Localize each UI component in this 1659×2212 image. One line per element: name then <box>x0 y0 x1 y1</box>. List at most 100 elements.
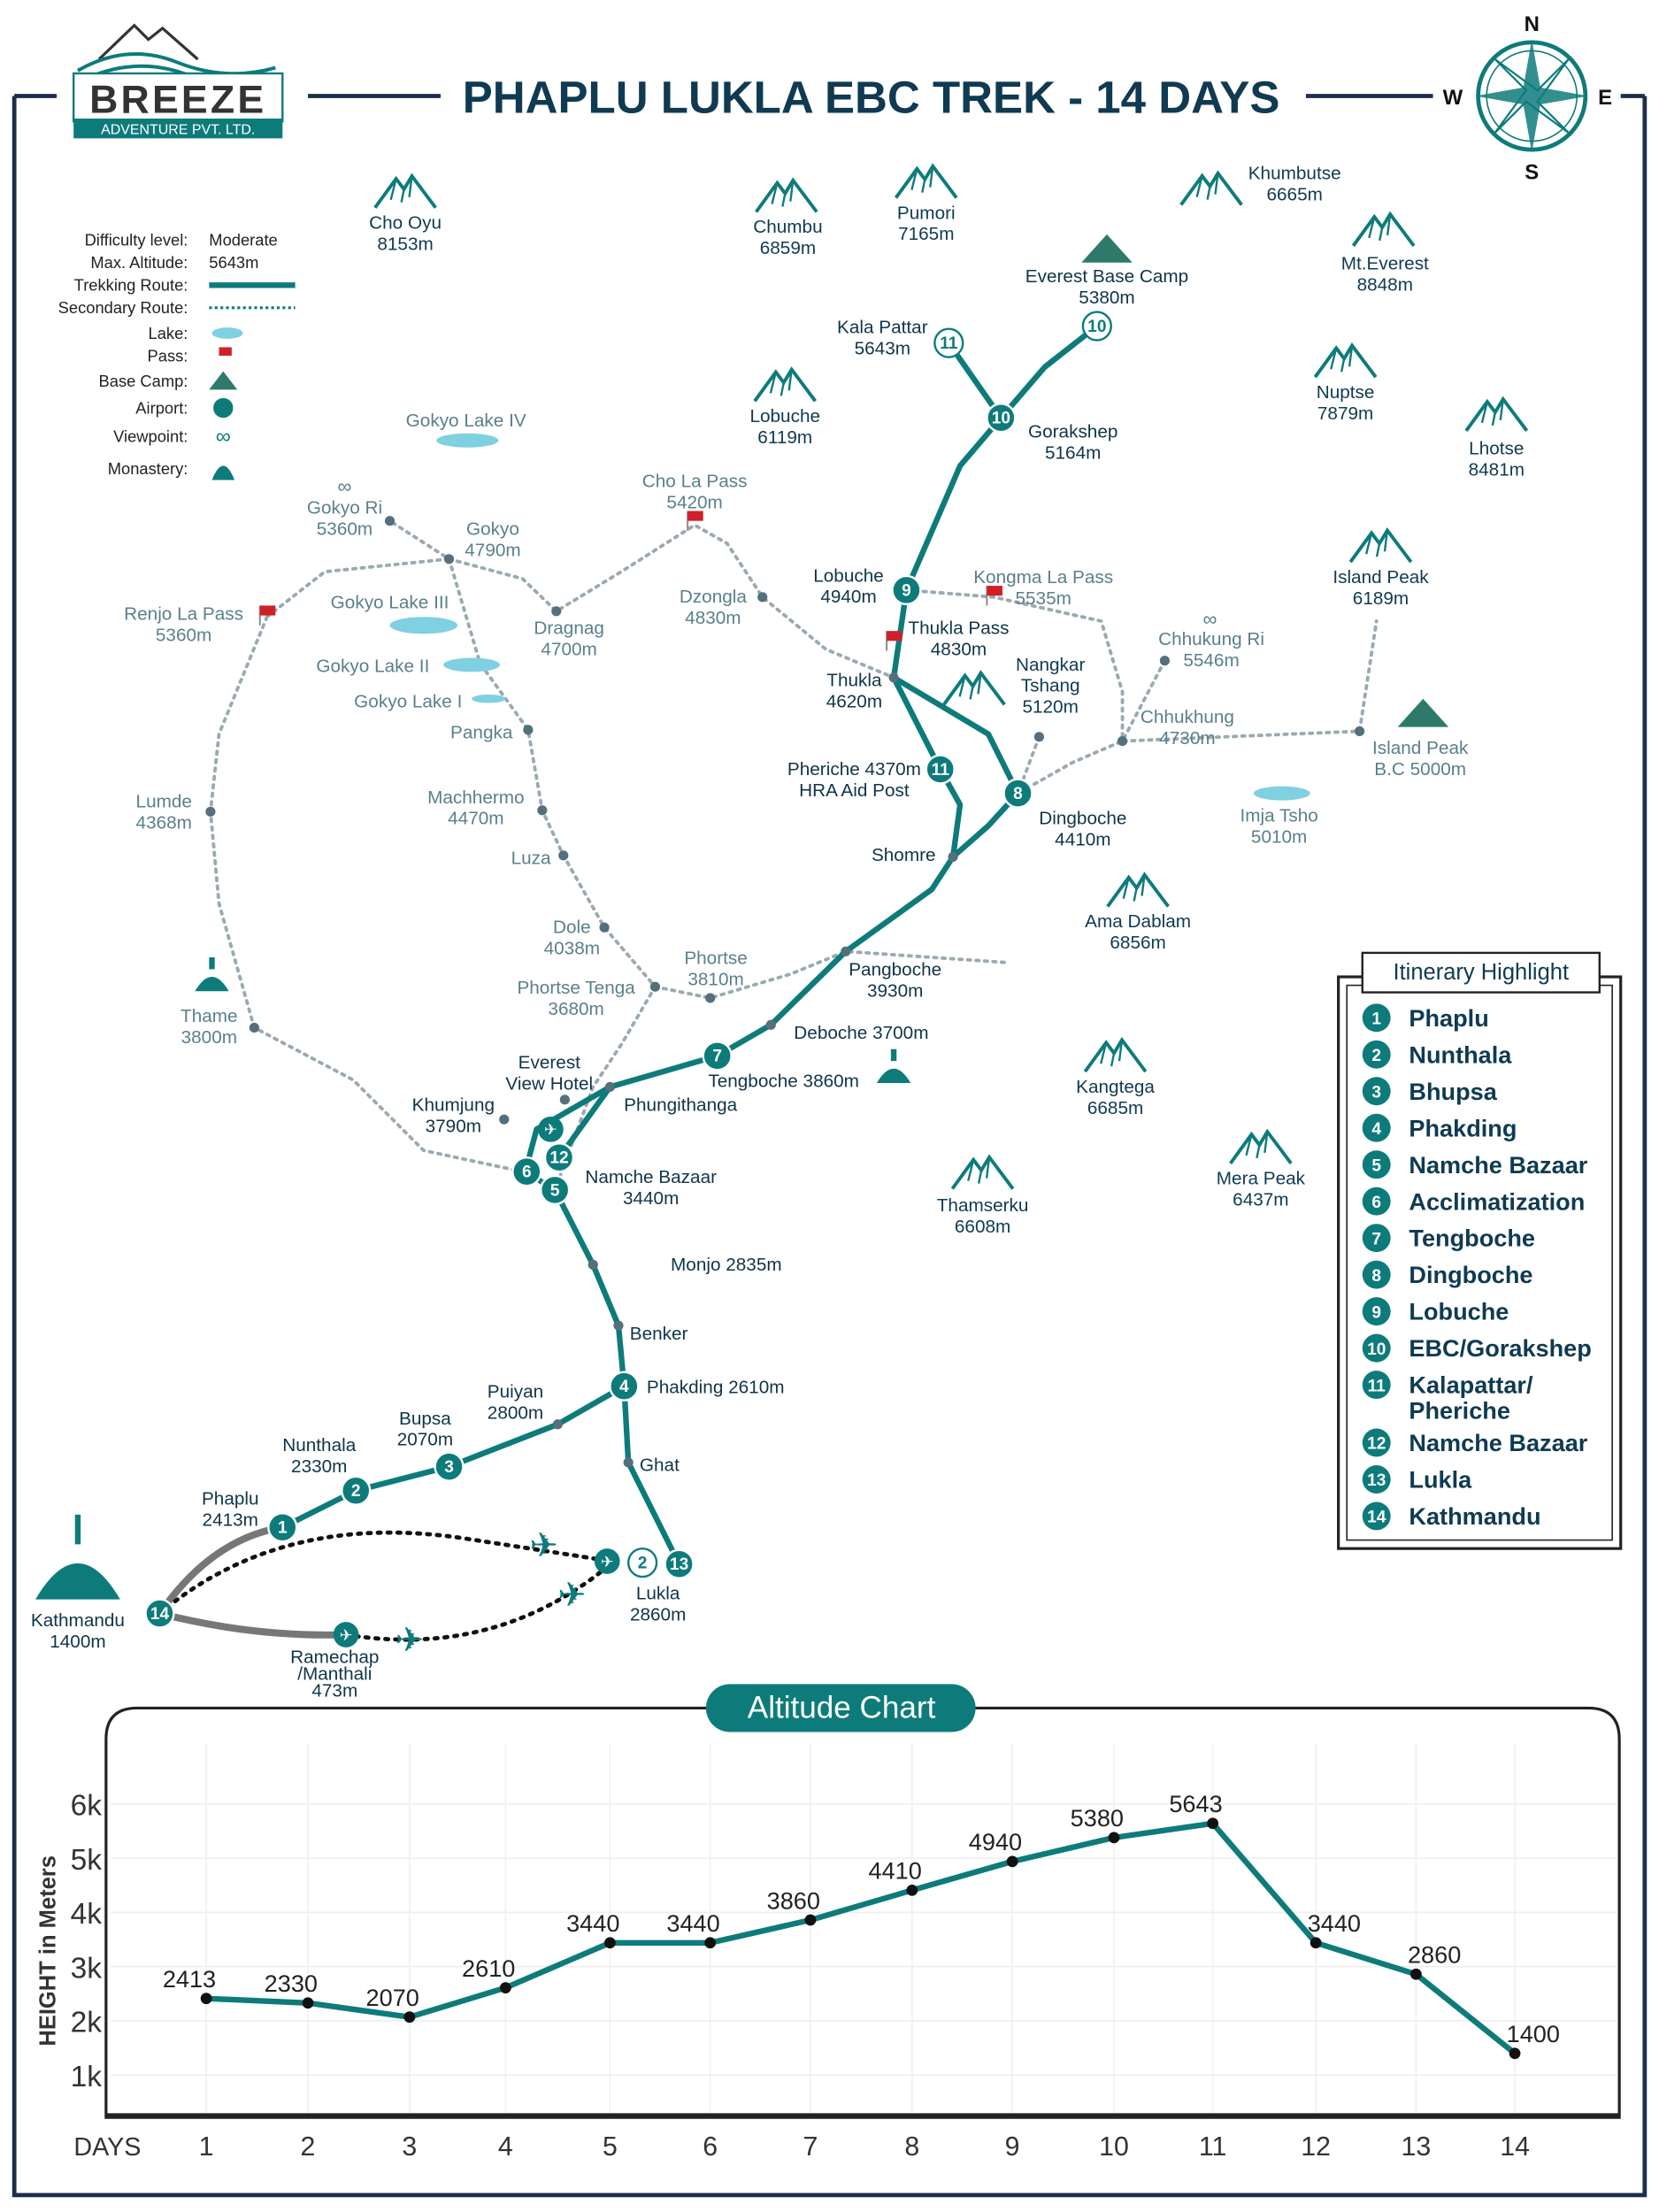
day-marker: 2 <box>341 1475 372 1506</box>
place-label-line: Thukla <box>826 670 882 690</box>
secondary-place-label-line: Gokyo Lake III <box>331 593 449 613</box>
place-label: Shomre <box>872 845 936 865</box>
compass-e: E <box>1598 86 1612 110</box>
place-label-line: Lobuche <box>813 565 884 586</box>
itinerary-title: Itinerary Highlight <box>1394 960 1570 985</box>
place-label-line: Gorakshep <box>1028 422 1118 442</box>
secondary-place-label-line: Cho La Pass <box>642 471 748 491</box>
peak-label-line: Lobuche <box>749 406 820 426</box>
place-label-line: Namche Bazaar <box>585 1167 717 1187</box>
day-marker: 8 <box>1002 778 1033 809</box>
day-marker-number: 13 <box>670 1555 688 1574</box>
place-label-line: 4410m <box>1055 830 1110 850</box>
place-label-line: Pangboche <box>849 959 941 979</box>
lake-icon <box>443 657 500 672</box>
place-label-line: 4620m <box>826 691 882 711</box>
place-label-line: Ghat <box>640 1455 680 1475</box>
peak-label-line: Chumbu <box>753 217 822 237</box>
itinerary-number: 6 <box>1371 1194 1381 1212</box>
brand-name: BREEZE <box>89 79 266 122</box>
altitude-data-label: 2860 <box>1408 1941 1461 1969</box>
secondary-place-label-line: 4700m <box>541 639 596 659</box>
peak-label-line: Ama Dablam <box>1085 911 1191 932</box>
mountain-icon <box>754 178 819 214</box>
mountain-icon <box>1313 343 1378 380</box>
secondary-place-label-line: Gokyo Lake I <box>354 691 462 711</box>
altitude-point <box>1509 2047 1521 2060</box>
peak-label-line: Cho Oyu <box>369 212 442 233</box>
x-tick-label: 5 <box>603 2132 618 2162</box>
waypoint-dot <box>559 1094 570 1105</box>
secondary-place-label-line: Kongma La Pass <box>973 567 1113 588</box>
legend-row: Viewpoint: ∞ <box>113 425 231 449</box>
itinerary-number: 14 <box>1367 1509 1386 1527</box>
compass-s: S <box>1525 161 1539 185</box>
itinerary-label: Lukla <box>1409 1466 1472 1494</box>
secondary-place-label-line: 4038m <box>544 938 600 958</box>
secondary-place-label: Pangka <box>450 722 513 742</box>
place-label-line: 1400m <box>50 1632 105 1652</box>
itinerary-label: Nunthala <box>1409 1041 1512 1068</box>
place-label-line: 5380m <box>1079 288 1134 308</box>
place-label-line: 4830m <box>931 639 987 659</box>
itinerary-number: 8 <box>1371 1267 1381 1286</box>
day-marker-number: 3 <box>444 1458 454 1477</box>
secondary-place-label-line: 5360m <box>156 625 211 645</box>
place-label-line: Deboche 3700m <box>794 1023 928 1043</box>
day-marker-number: 10 <box>992 410 1010 428</box>
secondary-place-label-line: 4470m <box>448 809 503 829</box>
y-tick-label: 5k <box>71 1844 103 1877</box>
peak-label-line: 6119m <box>757 427 812 448</box>
legend-label: Base Camp: <box>99 372 188 390</box>
day-marker-number: 5 <box>550 1181 560 1200</box>
peak-label-line: Pumori <box>897 203 956 223</box>
legend-label: Viewpoint: <box>113 426 188 445</box>
itinerary-label: Phakding <box>1409 1114 1517 1141</box>
secondary-place-label-line: Thame <box>180 1006 238 1026</box>
day-marker: 10 <box>1081 311 1112 342</box>
y-axis-label: HEIGHT in Meters <box>35 1855 60 2047</box>
secondary-place-label-line: Chhukung Ri <box>1158 629 1264 649</box>
day-marker: 12 <box>543 1142 575 1173</box>
mountain-icon <box>1351 212 1416 248</box>
itinerary-label: Acclimatization <box>1409 1187 1585 1215</box>
binoculars-icon: ∞ <box>216 425 231 449</box>
altitude-point <box>1006 1855 1018 1868</box>
waypoint-dot <box>1117 736 1128 747</box>
place-label-line: 2330m <box>291 1456 347 1477</box>
peak-label-line: 6859m <box>760 238 816 258</box>
flag-icon <box>219 347 232 357</box>
mountain-icon <box>1348 528 1413 565</box>
altitude-data-label: 1400 <box>1507 2020 1560 2047</box>
waypoint-dot <box>1354 726 1365 737</box>
altitude-data-label: 4940 <box>969 1828 1022 1855</box>
altitude-point <box>403 2011 416 2024</box>
waypoint-dot <box>588 1259 598 1271</box>
x-tick-label: 14 <box>1500 2132 1530 2162</box>
day-marker: 6 <box>511 1156 542 1187</box>
viewpoint-binoculars-icon: ∞ <box>1203 608 1217 630</box>
place-label-line: 2860m <box>630 1605 686 1625</box>
day-marker: 2 <box>626 1547 658 1578</box>
legend-row: Airport: <box>135 397 234 419</box>
place-label-line: 4940m <box>820 587 876 607</box>
